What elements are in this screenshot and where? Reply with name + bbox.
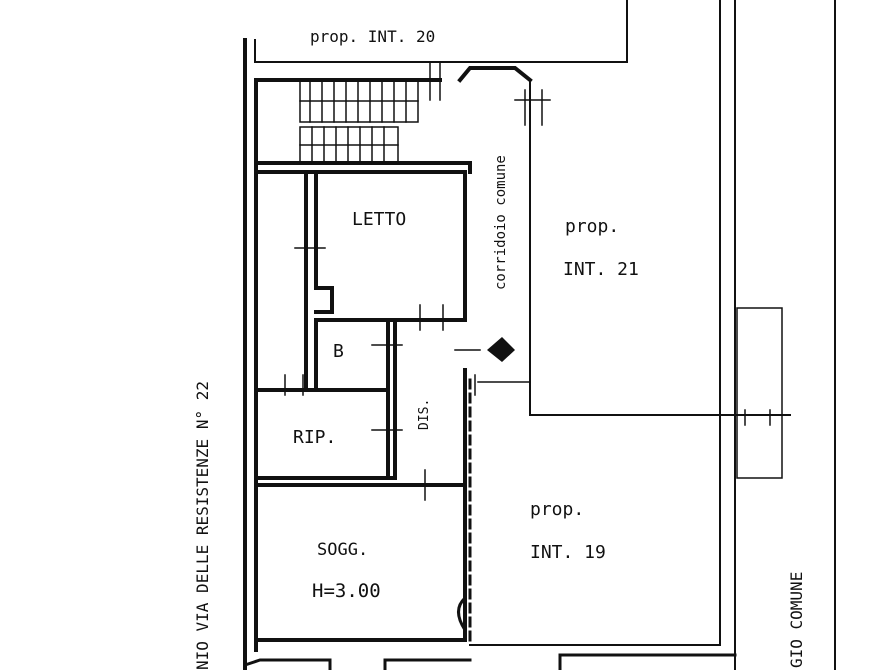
label-prop-19-line1: prop. [530, 499, 584, 520]
unit-int-19-walls [469, 414, 721, 646]
bottom-strip [243, 653, 737, 670]
outer-walls [243, 38, 533, 670]
label-prop-int-20: prop. INT. 20 [310, 27, 435, 46]
door-swing [457, 595, 468, 633]
label-prop-21-line2: INT. 21 [563, 259, 639, 280]
interior-walls [254, 170, 467, 642]
label-corridor: corridoio comune [493, 155, 509, 290]
side-balcony [736, 307, 783, 479]
entrance-arrow-icon [487, 337, 515, 362]
label-disimpegno: DIS. [417, 399, 432, 430]
label-prop-19-line2: INT. 19 [530, 542, 606, 563]
label-soggiorno: SOGG. [317, 540, 368, 560]
staircase [299, 79, 419, 164]
label-height: H=3.00 [312, 580, 381, 602]
label-ripostiglio: RIP. [293, 427, 336, 448]
door-ticks [284, 61, 771, 501]
label-street: NIO VIA DELLE RESISTENZE N° 22 [193, 381, 212, 670]
label-gio-comune: GIO COMUNE [787, 572, 806, 668]
corridor-walls [529, 79, 791, 416]
label-prop-21-line1: prop. [565, 216, 619, 237]
label-bagno: B [333, 341, 344, 362]
label-letto: LETTO [352, 209, 406, 230]
unit-int-20-outline [254, 0, 836, 670]
